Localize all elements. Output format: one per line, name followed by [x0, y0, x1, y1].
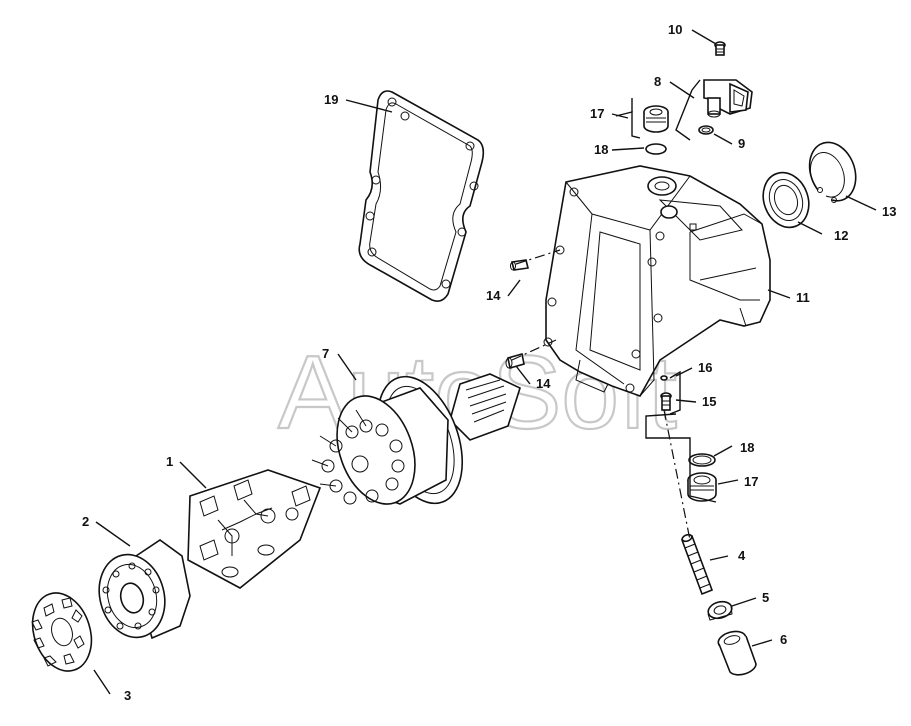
callout-12: 12: [834, 228, 848, 243]
callout-15: 15: [702, 394, 716, 409]
callout-17-lower: 17: [744, 474, 758, 489]
callout-9: 9: [738, 136, 745, 151]
callout-18-lower: 18: [740, 440, 754, 455]
circlip-part-13: [808, 141, 857, 203]
callout-8: 8: [654, 74, 661, 89]
o-ring-part-9: [698, 125, 714, 135]
plug-part-17-upper: [643, 105, 669, 133]
callout-11: 11: [796, 290, 810, 305]
callout-14-upper: 14: [486, 288, 501, 303]
callout-13: 13: [882, 204, 896, 219]
washer-part-16: [660, 375, 668, 381]
callout-14-lower: 14: [536, 376, 551, 391]
cylinder-block-part-2: [98, 539, 191, 640]
piston-set-part-1: [187, 469, 322, 589]
callout-6: 6: [780, 632, 787, 647]
callout-16: 16: [698, 360, 712, 375]
callout-1: 1: [166, 454, 173, 469]
screw-part-15: [660, 392, 672, 411]
bolt-part-4: [680, 533, 714, 596]
callout-2: 2: [82, 514, 89, 529]
nut-part-5: [707, 600, 733, 621]
callout-18-upper: 18: [594, 142, 608, 157]
shaft-seal-part-12: [762, 171, 810, 229]
dowel-pin-part-14-lower: [505, 352, 525, 370]
valve-plate-part-3: [31, 592, 93, 672]
o-ring-part-18-lower: [688, 453, 716, 467]
callout-10: 10: [668, 22, 682, 37]
callout-4: 4: [738, 548, 746, 563]
cap-part-6: [717, 630, 757, 676]
callout-5: 5: [762, 590, 769, 605]
gasket-part-19: [358, 90, 485, 302]
dowel-pin-part-14-upper: [510, 259, 529, 271]
callout-7: 7: [322, 346, 329, 361]
plug-part-17-lower: [687, 472, 717, 502]
screw-part-10: [714, 41, 726, 56]
callout-19: 19: [324, 92, 338, 107]
leader-lines: [93, 29, 877, 695]
callout-17-upper: 17: [590, 106, 604, 121]
sensor-part-8: [703, 79, 753, 118]
bracket-lines: [511, 79, 717, 541]
callout-labels: 1 2 3 4 5 6 7 8 9 10 11 12 13 14 14 15 1…: [82, 22, 896, 703]
o-ring-part-18-upper: [645, 143, 667, 155]
callout-3: 3: [124, 688, 131, 703]
drive-shaft-part-7: [311, 373, 521, 505]
housing-part-11: [543, 165, 771, 397]
